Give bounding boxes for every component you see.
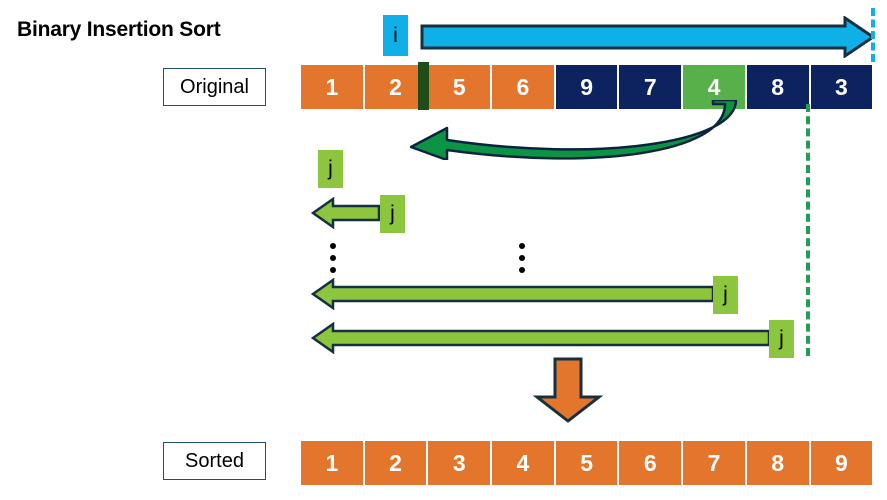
- dashed-boundary-line-icon: [871, 8, 875, 62]
- index-i-label: i: [383, 15, 408, 56]
- array-cell: 3: [427, 440, 492, 486]
- curved-insert-arrow-icon: [409, 100, 738, 160]
- insertion-slot-marker-icon: [418, 62, 429, 110]
- page-title: Binary Insertion Sort: [17, 18, 221, 41]
- down-arrow-icon: [533, 357, 603, 423]
- dashed-boundary-line-icon: [806, 104, 810, 356]
- left-arrow-icon: [311, 322, 771, 354]
- array-cell: 5: [427, 64, 492, 110]
- vertical-ellipsis-icon: [519, 243, 525, 273]
- sorted-array: 1 2 3 4 5 6 7 8 9: [300, 440, 874, 486]
- array-cell: 1: [300, 64, 364, 110]
- array-cell: 6: [491, 64, 555, 110]
- array-cell: 2: [363, 64, 428, 110]
- array-cell: 3: [809, 64, 874, 110]
- row-label-sorted: Sorted: [163, 442, 266, 480]
- array-cell: 7: [618, 64, 683, 110]
- array-cell: 8: [745, 64, 810, 110]
- array-cell: 4: [491, 440, 555, 486]
- index-j-label: j: [380, 195, 405, 233]
- row-label-original: Original: [163, 68, 266, 106]
- array-cell: 9: [809, 440, 874, 486]
- array-cell: 1: [300, 440, 364, 486]
- array-cell: 7: [682, 440, 746, 486]
- array-cell: 5: [554, 440, 619, 486]
- index-j-label: j: [318, 150, 343, 188]
- left-arrow-icon: [311, 197, 381, 229]
- right-arrow-icon: [420, 16, 875, 58]
- index-j-label: j: [769, 320, 794, 358]
- array-cell: 9: [554, 64, 619, 110]
- array-cell: 8: [745, 440, 810, 486]
- left-arrow-icon: [311, 278, 715, 310]
- index-j-label: j: [713, 276, 738, 314]
- vertical-ellipsis-icon: [330, 243, 336, 273]
- array-cell: 2: [363, 440, 428, 486]
- array-cell: 6: [618, 440, 683, 486]
